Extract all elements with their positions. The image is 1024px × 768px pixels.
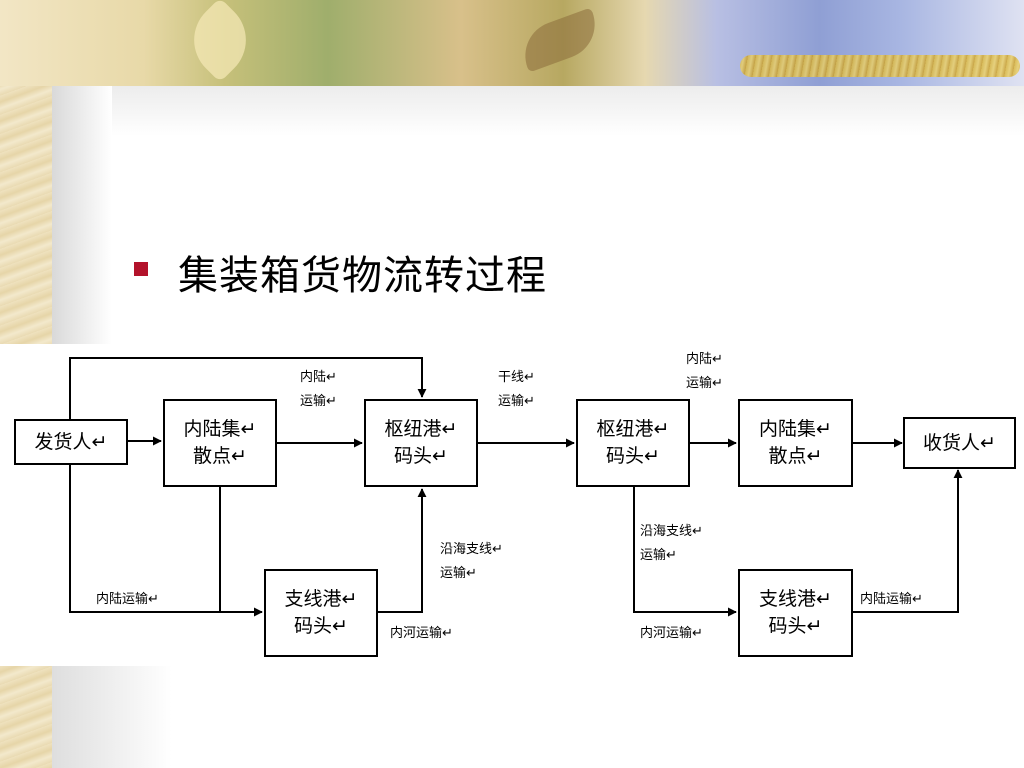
label-river-transport-1: 内河运输↵: [390, 626, 453, 641]
edge-feeder-port-to-hub-port: [378, 488, 427, 613]
edge-shipper-to-feeder-port: [69, 464, 263, 617]
label-trunk-line: 干线↵ 运输↵: [498, 370, 535, 409]
bottom-glow: [52, 666, 172, 768]
node-feeder-port-1: 支线港↵ 码头↵: [264, 569, 378, 657]
diagram-connectors: [69, 357, 963, 617]
decorative-leaf: [515, 7, 605, 73]
node-inland-hub-1: 内陆集↵ 散点↵: [163, 399, 277, 487]
edge-shipper-to-hub-port-top: [69, 357, 427, 419]
label-coastal-feeder-1: 沿海支线↵ 运输↵: [440, 542, 503, 581]
decorative-grass: [740, 55, 1020, 77]
node-hub-port-1: 枢纽港↵ 码头↵: [364, 399, 478, 487]
node-hub-port-2: 枢纽港↵ 码头↵: [576, 399, 690, 487]
slide-title: 集装箱货物流转过程: [178, 253, 547, 299]
node-consignee: 收货人↵: [903, 417, 1016, 469]
flow-diagram: 发货人↵ 内陆集↵ 散点↵ 枢纽港↵ 码头↵ 支线港↵ 码头↵ 枢纽港↵ 码头↵…: [0, 344, 1024, 666]
label-top-inland-transport: 内陆↵ 运输↵: [300, 370, 337, 409]
left-glow: [52, 86, 112, 346]
edge-feeder-port-to-consignee: [853, 469, 963, 613]
decorative-leaf: [177, 0, 263, 83]
label-feeder-inland-transport: 内陆运输↵: [860, 592, 923, 607]
bullet-icon: [134, 262, 148, 276]
edge-hub-port-to-feeder-port: [633, 487, 737, 617]
banner-shadow: [52, 86, 1024, 136]
label-left-inland-transport: 内陆运输↵: [96, 592, 159, 607]
label-right-inland-transport: 内陆↵ 运输↵: [686, 352, 723, 391]
label-coastal-feeder-2: 沿海支线↵ 运输↵: [640, 524, 703, 563]
decorative-bottom-strip: [0, 666, 52, 768]
label-river-transport-2: 内河运输↵: [640, 626, 703, 641]
node-feeder-port-2: 支线港↵ 码头↵: [738, 569, 853, 657]
decorative-top-banner: [0, 0, 1024, 86]
node-shipper: 发货人↵: [14, 419, 128, 465]
node-inland-hub-2: 内陆集↵ 散点↵: [738, 399, 853, 487]
